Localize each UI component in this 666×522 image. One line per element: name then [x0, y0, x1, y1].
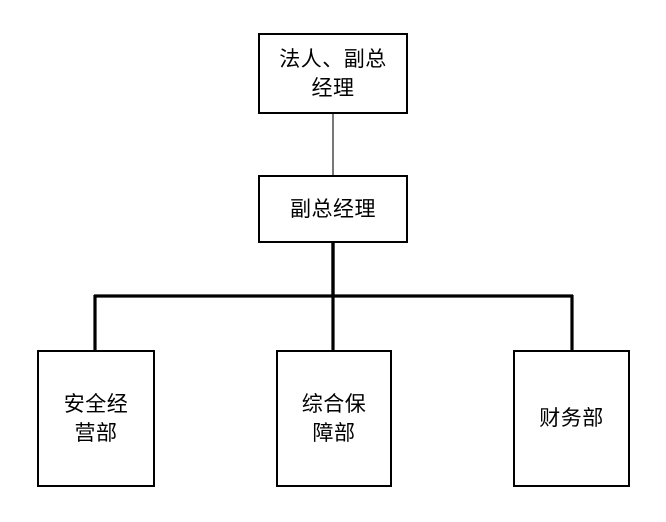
org-node-comprehensive-support-department[interactable]: 综合保 障部 — [276, 350, 392, 487]
org-node-legal-person-label: 法人、副总 经理 — [279, 46, 387, 100]
org-node-deputy-general-manager[interactable]: 副总经理 — [258, 175, 408, 243]
org-node-safety-operations-department[interactable]: 安全经 营部 — [37, 350, 155, 487]
org-node-deputy-general-manager-label: 副总经理 — [290, 196, 376, 221]
org-node-finance-department[interactable]: 财务部 — [513, 350, 630, 487]
org-node-legal-person[interactable]: 法人、副总 经理 — [258, 33, 408, 114]
org-node-finance-department-label: 财务部 — [539, 406, 604, 431]
org-node-comprehensive-support-department-label: 综合保 障部 — [301, 391, 367, 445]
org-node-safety-operations-department-label: 安全经 营部 — [63, 391, 129, 445]
